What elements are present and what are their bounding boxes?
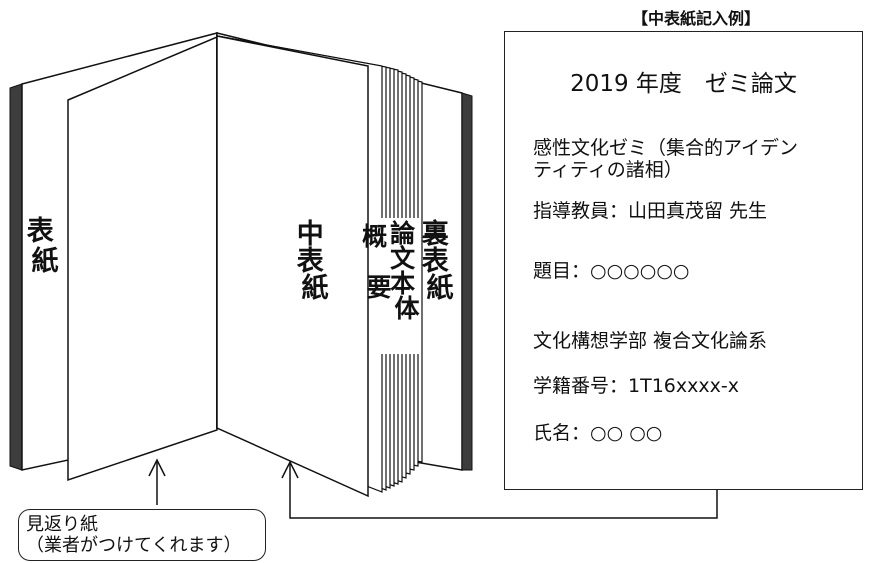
card-seminar-line-2: ティティの諸相） xyxy=(533,159,683,181)
card-name: 氏名：○○ ○○ xyxy=(533,422,663,444)
back-cover-board xyxy=(461,92,473,471)
endpaper-callout: 見返り紙 （業者がつけてくれます） xyxy=(26,514,241,556)
inner-cover-label-char: 表 xyxy=(297,246,324,277)
back-cover-label-char: 表 xyxy=(422,246,449,277)
back-cover-label: 裏 表 紙 xyxy=(421,218,458,304)
card-student-id: 学籍番号：1T16xxxx-x xyxy=(533,375,739,397)
front-cover-label: 表 紙 xyxy=(27,216,63,277)
card-subject: 題目：○○○○○○ xyxy=(533,260,690,282)
body-label-char: 論 xyxy=(390,219,416,248)
body-label-char: 本 xyxy=(390,269,415,298)
front-cover-board xyxy=(9,83,23,471)
endpaper-callout-line-2: （業者がつけてくれます） xyxy=(26,535,242,556)
inner-cover-page xyxy=(216,35,369,498)
card-title: 2019 年度 ゼミ論文 xyxy=(570,71,797,97)
body-label: 論 文 本 体 xyxy=(390,219,424,323)
card-connector-line xyxy=(289,464,718,519)
back-cover-label-char: 紙 xyxy=(427,272,454,304)
abstract-label-char: 要 xyxy=(366,273,391,302)
card-connector-arrowhead xyxy=(281,460,299,479)
front-cover-label-char: 紙 xyxy=(32,245,59,277)
card-seminar-line-1: 感性文化ゼミ（集合的アイデン xyxy=(533,137,799,159)
body-label-char: 体 xyxy=(394,294,420,323)
endpaper-callout-box xyxy=(18,509,266,561)
inner-cover-label-char: 中 xyxy=(297,219,324,250)
inner-cover-sample-card: 2019 年度 ゼミ論文 感性文化ゼミ（集合的アイデン ティティの諸相） 指導教… xyxy=(504,31,863,490)
sample-card-heading: 【中表紙記入例】 xyxy=(631,9,760,28)
card-department: 文化構想学部 複合文化論系 xyxy=(533,330,768,352)
endpaper-left xyxy=(67,35,218,482)
inner-cover-label-char: 紙 xyxy=(302,272,329,304)
abstract-label: 概 要 xyxy=(362,222,396,302)
body-label-backing xyxy=(370,218,420,354)
abstract-label-char: 概 xyxy=(362,222,387,251)
back-cover-label-char: 裏 xyxy=(421,218,450,250)
endpaper-arrowhead xyxy=(148,458,166,477)
endpaper-callout-line-1: 見返り紙 xyxy=(26,514,98,535)
body-label-char: 文 xyxy=(390,244,416,273)
front-cover-label-char: 表 xyxy=(27,216,54,247)
inner-cover-label: 中 表 紙 xyxy=(297,219,333,304)
card-advisor: 指導教員：山田真茂留 先生 xyxy=(533,200,768,222)
